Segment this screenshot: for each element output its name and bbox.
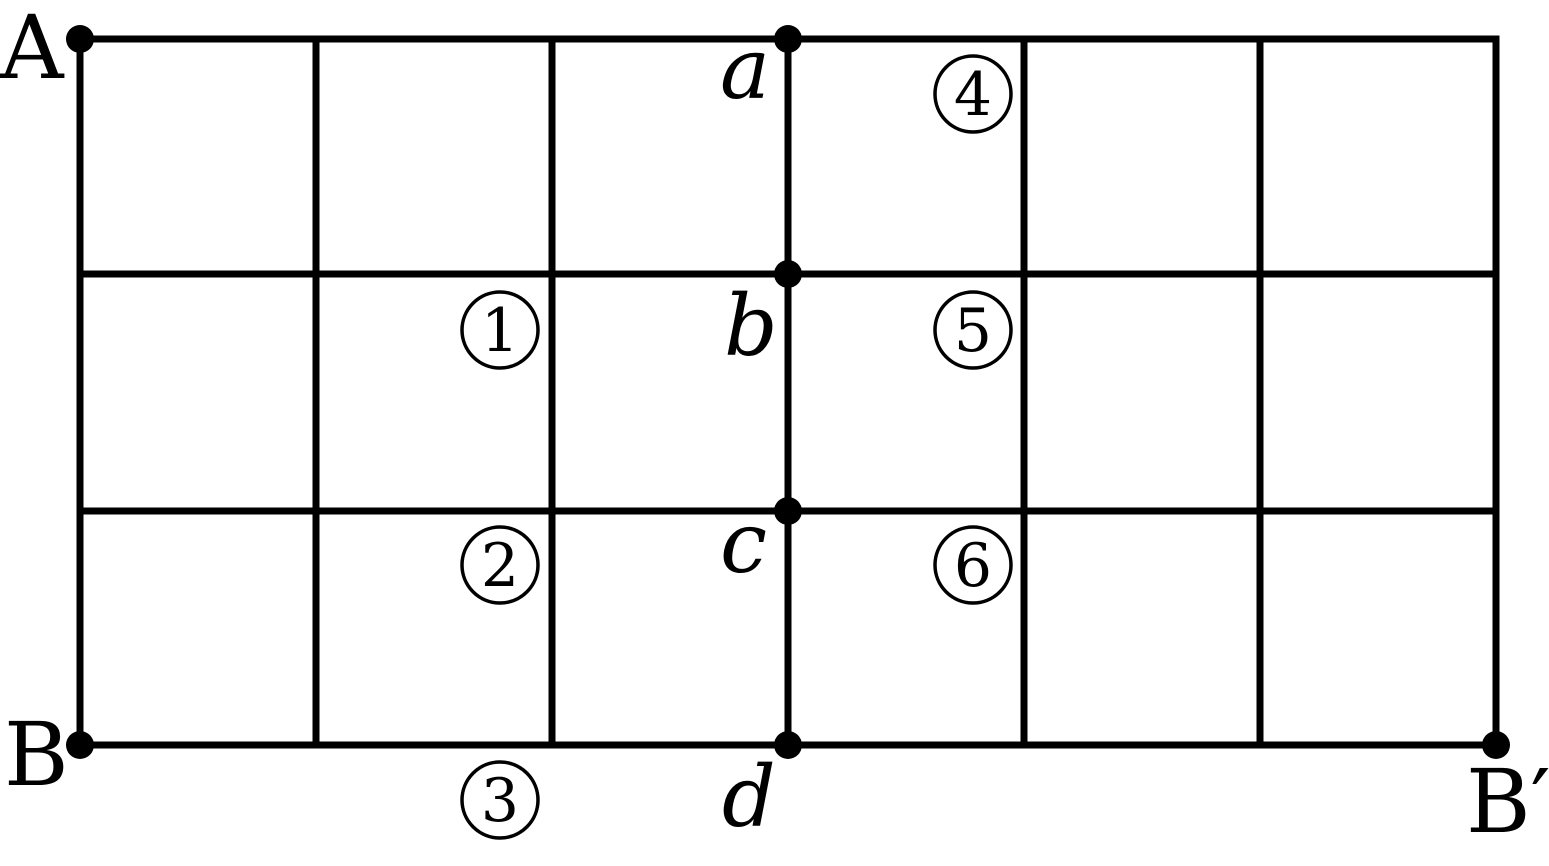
label-b: b (724, 277, 778, 375)
marker-5-ring (933, 290, 1013, 370)
point-B-dot (66, 731, 94, 759)
marker-6-number: 6 (954, 531, 992, 601)
label-c: c (720, 494, 767, 592)
marker-5-number: 5 (954, 296, 992, 366)
points (66, 25, 1510, 759)
marker-4-ring (933, 54, 1013, 134)
marker-4: 4 (933, 54, 1013, 134)
point-A-dot (66, 25, 94, 53)
point-d-dot (774, 731, 802, 759)
marker-1-ring (460, 290, 540, 370)
vertical-grid-lines (76, 35, 1500, 749)
label-B-prime: B′ (1466, 750, 1549, 853)
point-c-dot (774, 497, 802, 525)
circled-markers: 1 2 3 4 5 6 (460, 54, 1013, 840)
marker-6: 6 (933, 525, 1013, 605)
marker-6-ring (933, 525, 1013, 605)
marker-2: 2 (460, 525, 540, 605)
marker-5: 5 (933, 290, 1013, 370)
marker-2-number: 2 (481, 531, 519, 601)
marker-3-ring (460, 760, 540, 840)
marker-1-number: 1 (481, 296, 519, 366)
marker-1: 1 (460, 290, 540, 370)
marker-4-number: 4 (954, 60, 992, 130)
label-a: a (720, 20, 770, 118)
point-b-dot (774, 260, 802, 288)
label-B: B (4, 703, 69, 806)
label-d: d (722, 748, 776, 846)
label-A: A (0, 0, 65, 99)
marker-2-ring (460, 525, 540, 605)
marker-3-number: 3 (481, 766, 519, 836)
point-B-prime-dot (1482, 731, 1510, 759)
point-a-dot (774, 25, 802, 53)
marker-3: 3 (460, 760, 540, 840)
